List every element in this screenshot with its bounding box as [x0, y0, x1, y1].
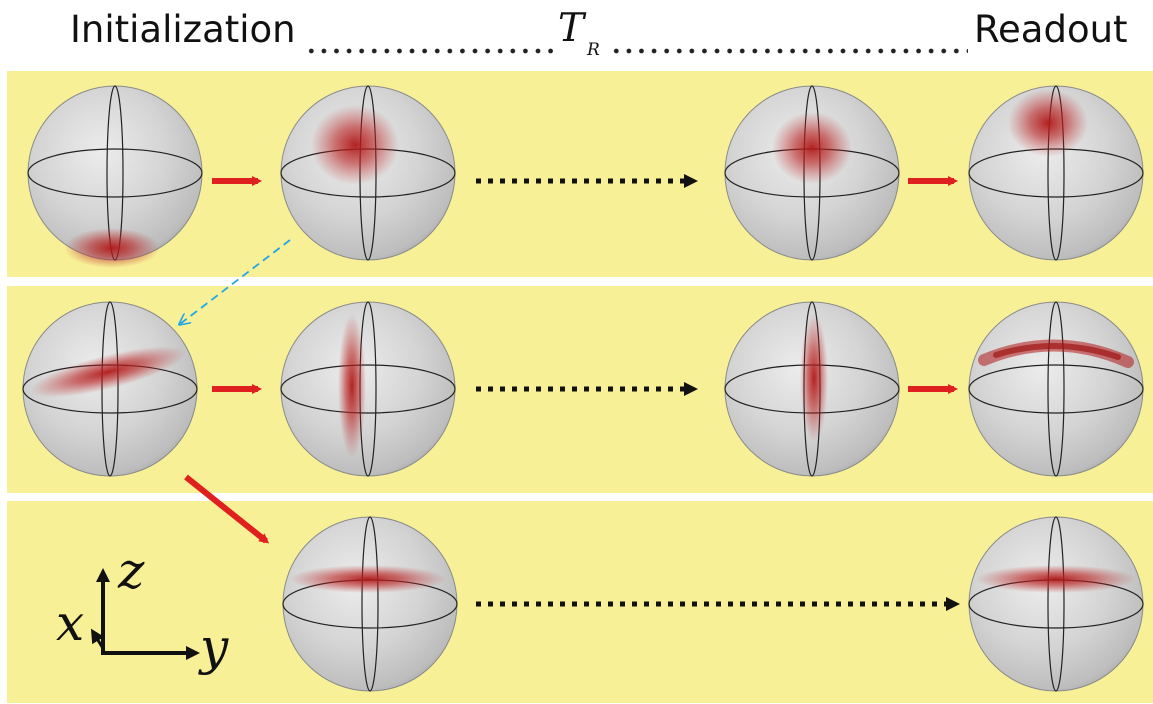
sphere-row1-third — [724, 85, 900, 261]
sphere-row1-readout — [968, 85, 1144, 261]
time-label-subscript: R — [587, 40, 600, 60]
sphere-row2-third — [724, 301, 900, 477]
row-2-band — [7, 286, 1153, 493]
x-axis-arrow — [90, 628, 106, 651]
red-diagonal-arrow — [184, 474, 270, 544]
sphere-row2-readout — [968, 301, 1144, 477]
blue-dashed-arrow — [180, 239, 291, 324]
sphere-row3-readout — [968, 516, 1144, 692]
z-axis-label: z — [117, 542, 145, 600]
header-dots-right — [610, 48, 968, 54]
sphere-row3-second — [282, 516, 458, 692]
initialization-label: Initialization — [70, 8, 296, 51]
header-row: Initialization T R Readout — [0, 0, 1153, 66]
coordinate-axes: z y x — [56, 542, 229, 676]
sphere-row2-initial — [22, 301, 198, 477]
sphere-row2-second — [280, 301, 456, 477]
y-axis-label: y — [198, 618, 229, 676]
time-label: T — [558, 6, 585, 51]
readout-label: Readout — [974, 8, 1128, 51]
x-axis-label: x — [56, 594, 84, 652]
sphere-row1-initial — [27, 85, 203, 268]
row-3-band — [7, 501, 1153, 703]
header-dots-left — [305, 48, 557, 54]
sphere-row1-second — [280, 85, 456, 261]
